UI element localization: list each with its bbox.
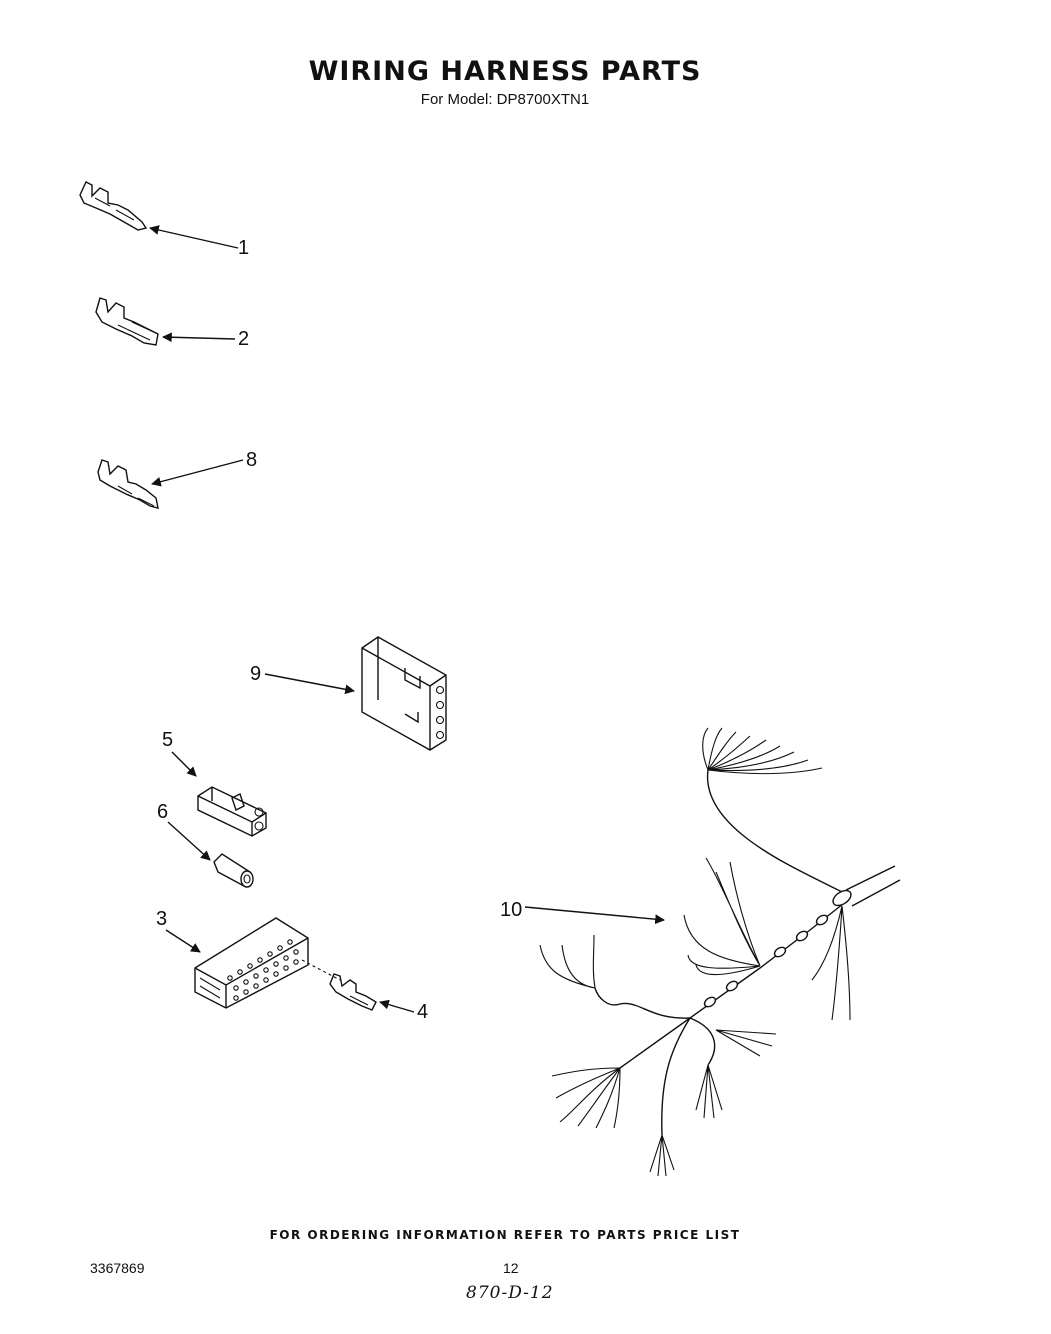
arrow-6: [167, 821, 211, 861]
connector-block-part-3: [194, 917, 309, 1009]
callout-3: 3: [156, 908, 168, 930]
connector-housing-part-9: [361, 636, 447, 751]
callout-8: 8: [246, 449, 258, 471]
connector-part-6: [213, 853, 254, 888]
arrow-1: [149, 225, 239, 249]
document-number: 3367869: [90, 1260, 145, 1276]
arrow-8: [151, 459, 244, 487]
callout-5: 5: [162, 729, 174, 751]
terminal-part-2: [95, 297, 159, 346]
connector-part-5: [197, 786, 267, 837]
callout-6: 6: [157, 801, 169, 823]
handwritten-code: 870-D-12: [466, 1283, 554, 1303]
terminal-part-4: [329, 973, 377, 1011]
dashed-leader-3-4: [301, 959, 341, 981]
arrow-10: [524, 906, 665, 925]
terminal-part-1: [79, 181, 148, 231]
terminal-part-8: [97, 459, 159, 509]
callout-1: 1: [238, 237, 250, 259]
page-title: WIRING HARNESS PARTS: [308, 56, 702, 87]
ordering-note: FOR ORDERING INFORMATION REFER TO PARTS …: [269, 1228, 741, 1242]
model-subtitle: For Model: DP8700XTN1: [420, 91, 590, 108]
arrow-5: [171, 751, 197, 777]
arrow-3: [165, 929, 201, 953]
callout-9: 9: [250, 663, 262, 685]
arrow-2: [162, 332, 236, 343]
arrow-9: [264, 673, 355, 695]
wiring-harness-part-10: [539, 727, 901, 1177]
arrow-4: [379, 999, 415, 1013]
page-number: 12: [503, 1260, 519, 1276]
callout-2: 2: [238, 328, 250, 350]
callout-10: 10: [500, 899, 523, 921]
callout-4: 4: [417, 1001, 429, 1023]
